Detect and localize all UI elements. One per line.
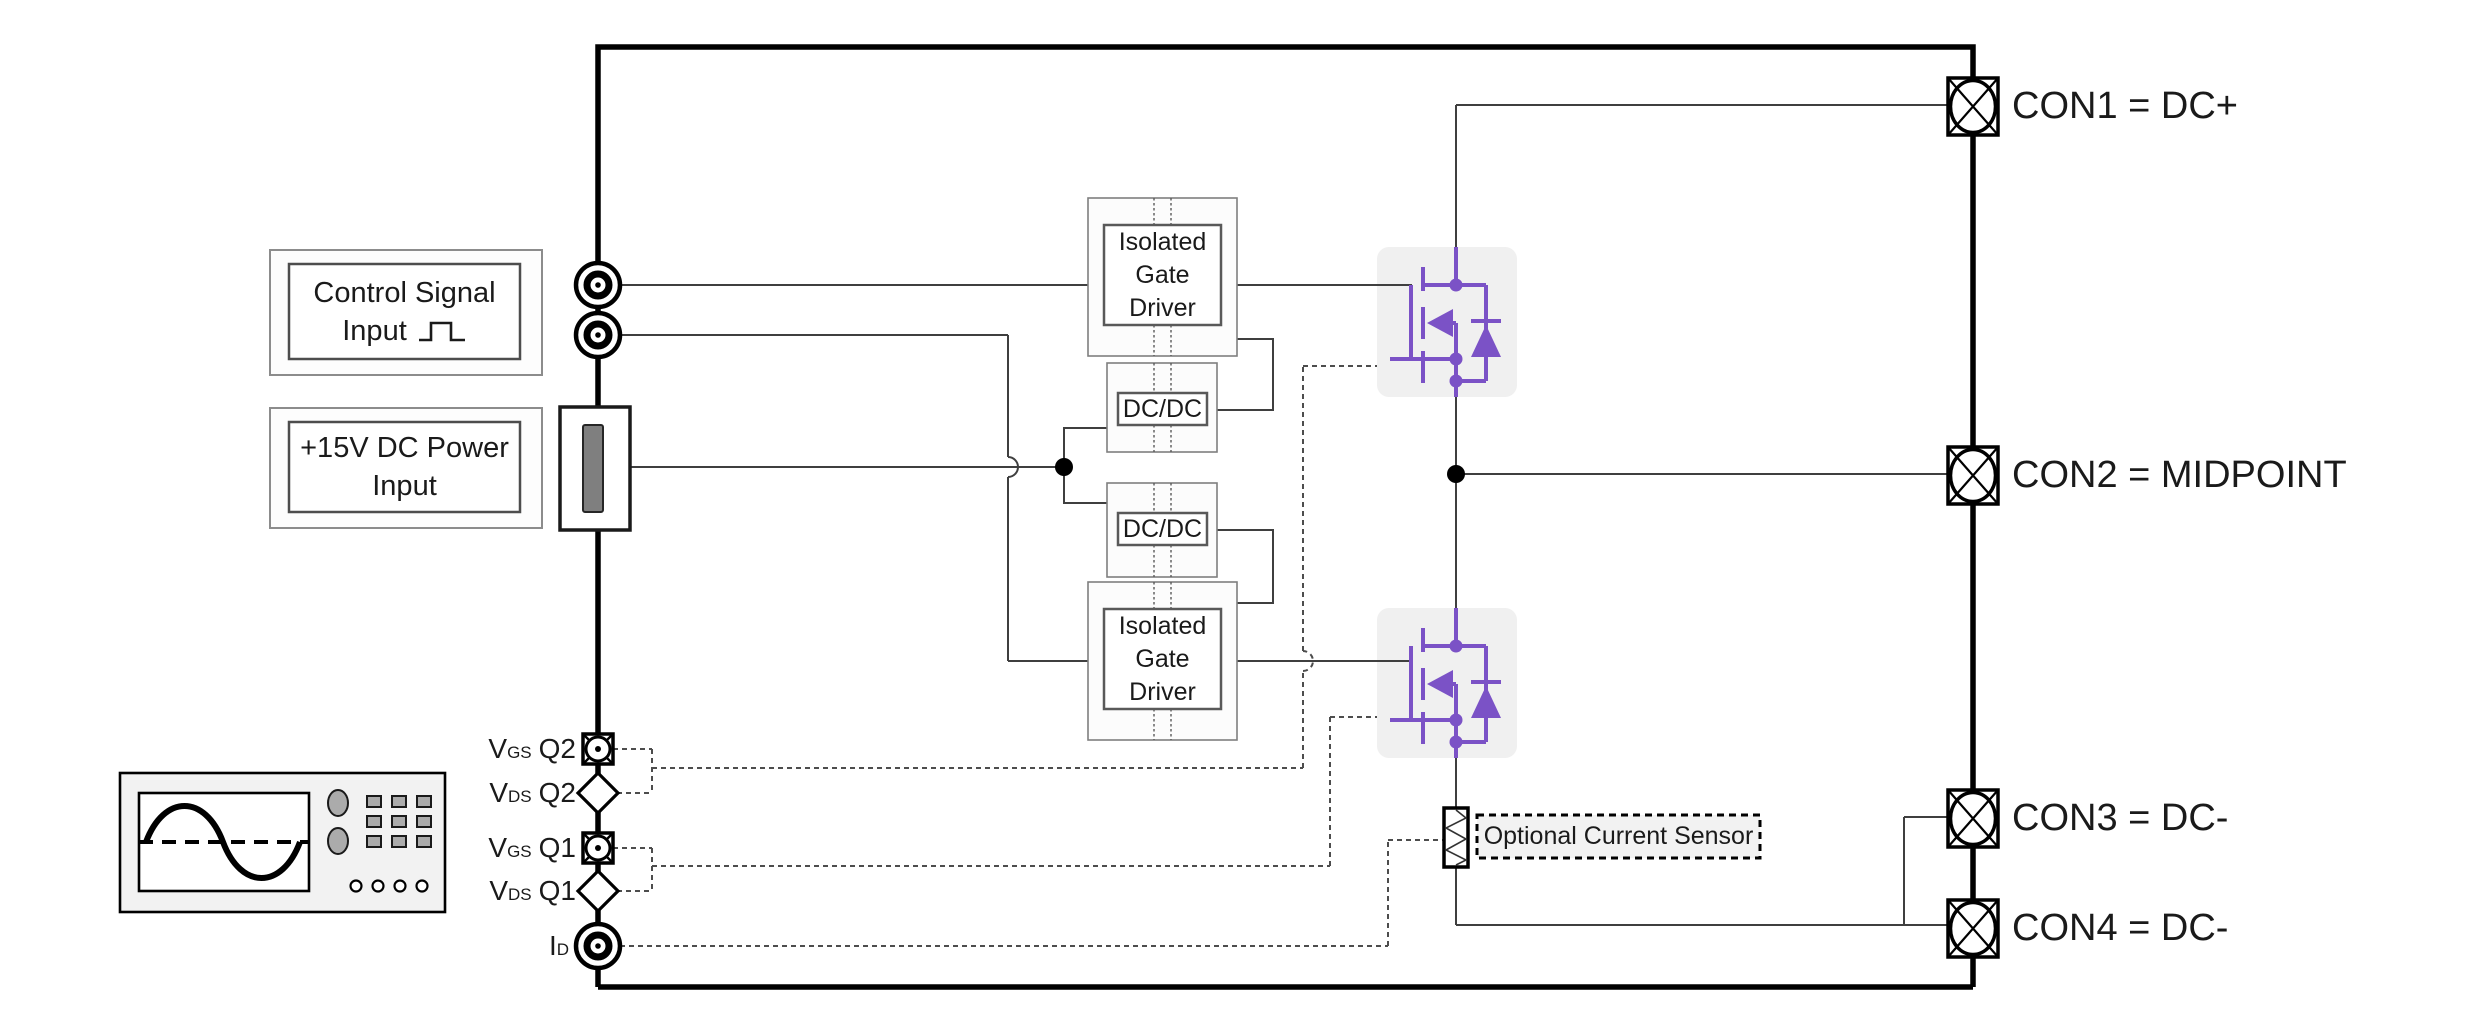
module-border bbox=[595, 44, 1976, 990]
vds-q2-probe-icon bbox=[576, 771, 620, 815]
con2-connector-icon bbox=[1946, 445, 2000, 506]
con3-connector-icon bbox=[1946, 788, 2000, 849]
signal-wires bbox=[620, 104, 1948, 926]
dcdc-top-block bbox=[1106, 362, 1218, 453]
vgs-q1-probe-icon bbox=[581, 831, 615, 865]
con1-connector-icon bbox=[1946, 76, 2000, 137]
power-input-box bbox=[269, 407, 543, 529]
vds-q1-probe-icon bbox=[576, 869, 620, 913]
sense-wires bbox=[613, 365, 1444, 947]
control-signal-box bbox=[269, 249, 543, 376]
control-bnc-1-icon bbox=[576, 263, 620, 307]
current-sensor-icon bbox=[1442, 806, 1470, 869]
oscilloscope-icon bbox=[118, 771, 447, 914]
vgs-q2-probe-icon bbox=[581, 732, 615, 766]
power-connector-icon bbox=[558, 405, 632, 532]
junction-dots bbox=[1055, 458, 1465, 483]
gate-driver-bottom-block bbox=[1087, 581, 1238, 741]
control-bnc-2-icon bbox=[576, 313, 620, 357]
gate-driver-top-block bbox=[1087, 197, 1238, 357]
id-bnc-icon bbox=[576, 924, 620, 968]
con4-connector-icon bbox=[1946, 898, 2000, 959]
current-sensor-label-box bbox=[1475, 813, 1762, 860]
dcdc-bottom-block bbox=[1106, 482, 1218, 578]
